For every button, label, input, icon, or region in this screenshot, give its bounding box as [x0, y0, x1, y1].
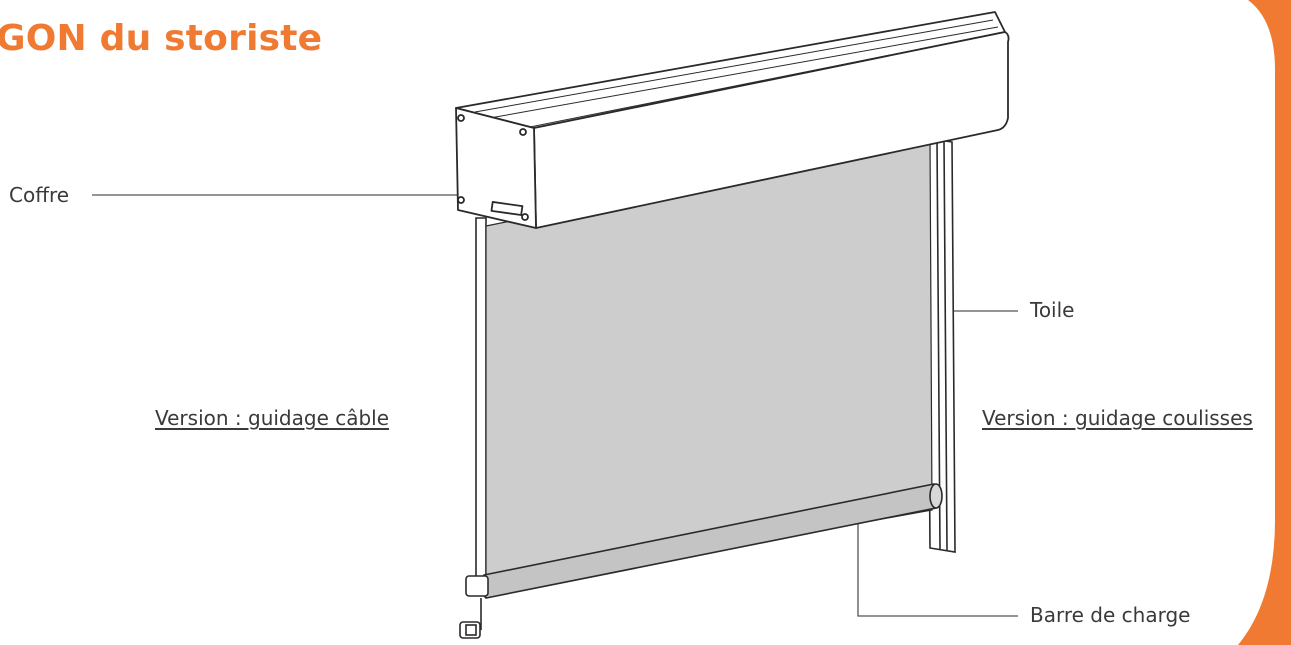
label-barre-de-charge: Barre de charge	[1030, 603, 1191, 627]
guide-cable	[475, 217, 487, 630]
leader-barre	[857, 505, 1018, 617]
label-version-coulisses: Version : guidage coulisses	[982, 406, 1253, 430]
page-title: GON du storiste	[0, 18, 323, 59]
accent-band	[1238, 0, 1291, 645]
label-version-cable: Version : guidage câble	[155, 406, 390, 430]
weight-bar	[459, 483, 943, 639]
label-coffre: Coffre	[9, 183, 70, 207]
cassette-box	[455, 11, 1010, 229]
label-toile: Toile	[1030, 298, 1075, 322]
